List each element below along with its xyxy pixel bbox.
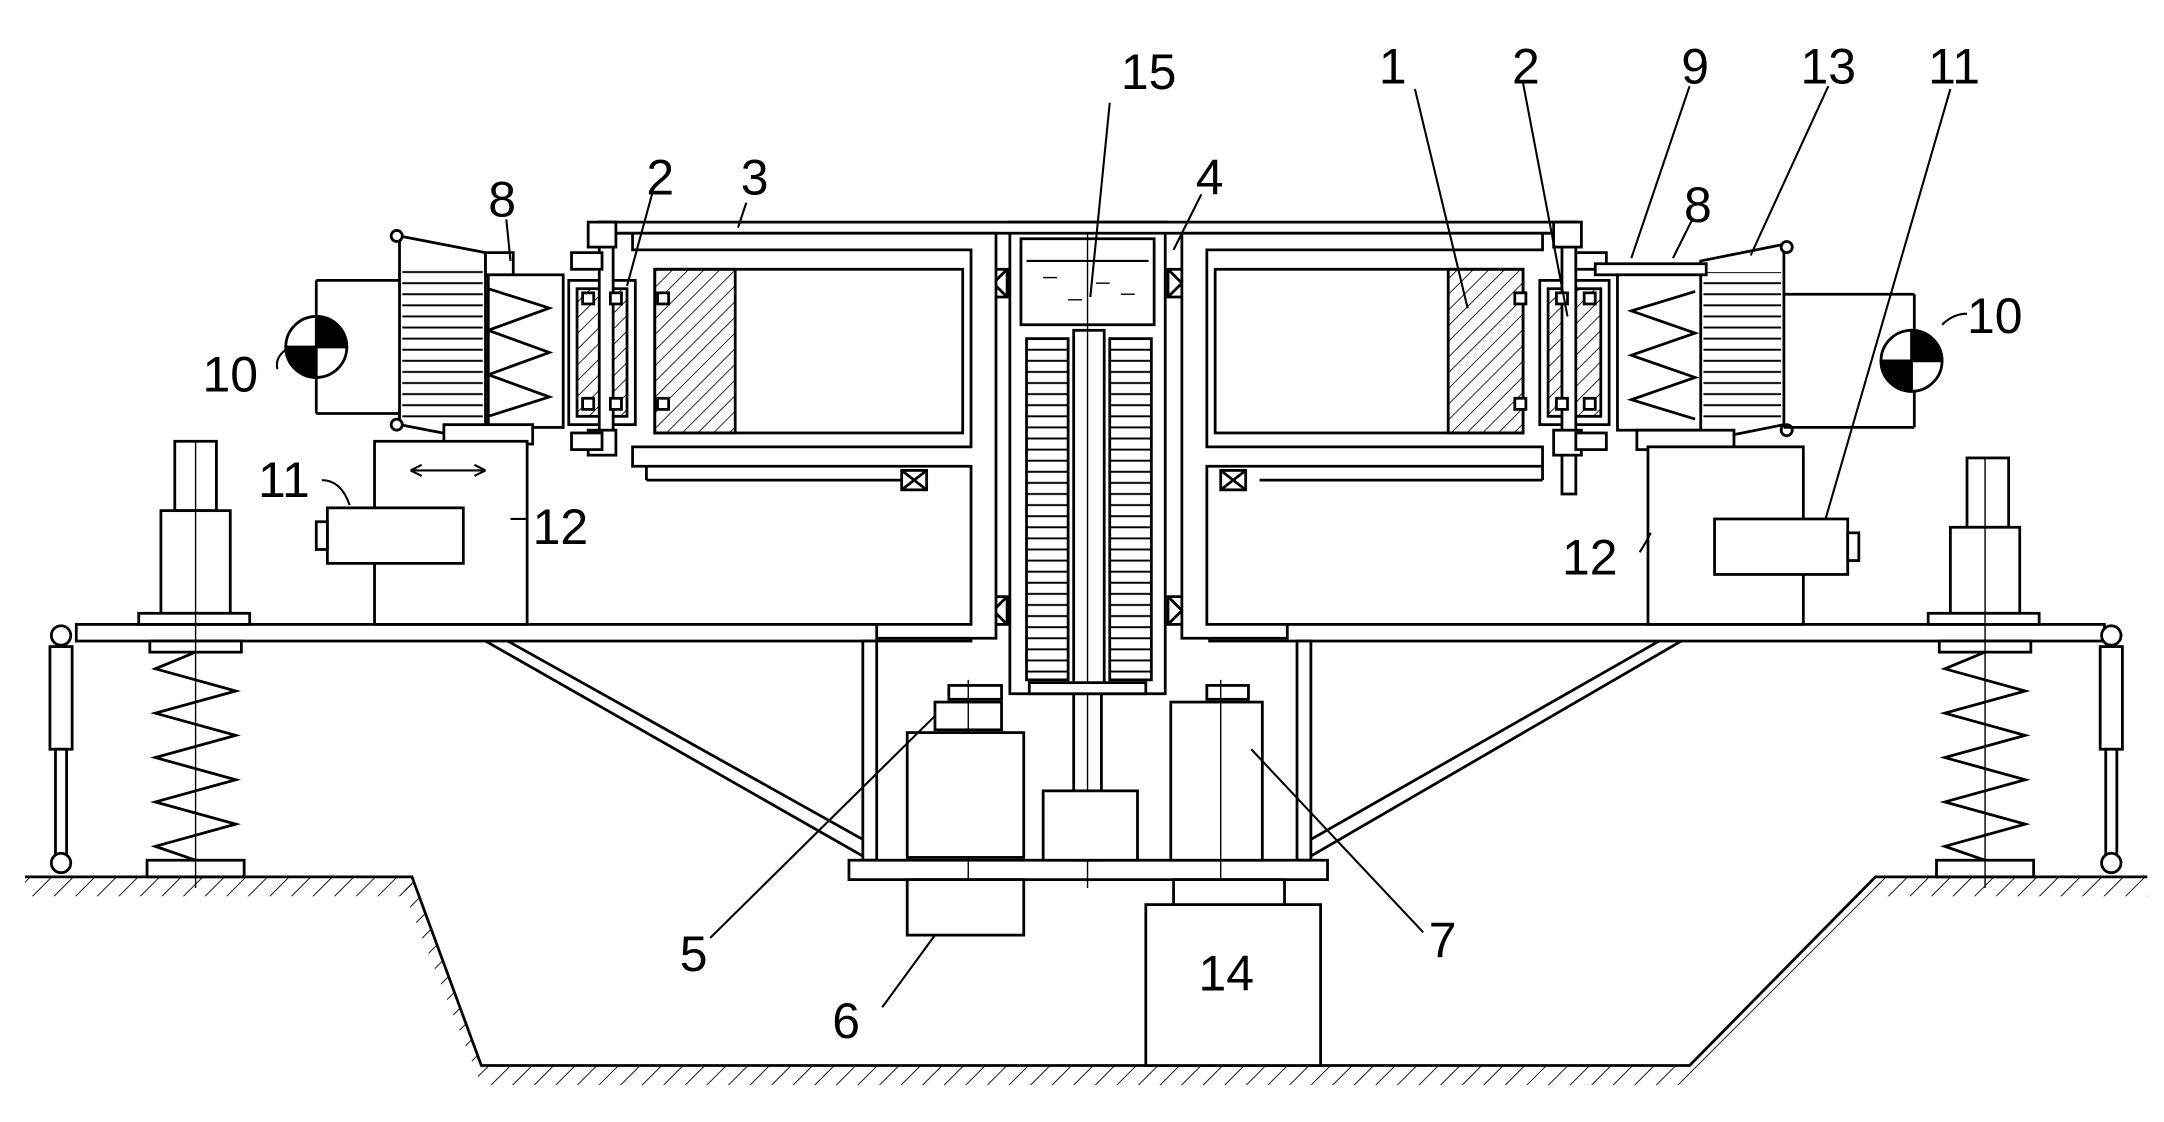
callout-11-right: 11 <box>1928 38 1980 94</box>
ground-pit <box>24 875 2148 1085</box>
right-brake-unit <box>1593 240 1916 626</box>
left-rotor-assembly <box>567 220 998 640</box>
drive-units <box>905 679 1322 1067</box>
callout-7: 7 <box>1429 912 1457 968</box>
left-gauge <box>284 315 349 379</box>
leader-lines <box>275 83 1968 1008</box>
left-brake-unit <box>314 229 565 626</box>
callout-4: 4 <box>1196 149 1224 205</box>
callout-14: 14 <box>1199 946 1255 1002</box>
callout-8-right: 8 <box>1684 177 1712 233</box>
right-gauge <box>1879 328 1944 393</box>
top-arm <box>597 220 1580 235</box>
right-rotor-assembly <box>1180 220 1611 640</box>
callout-12-right: 12 <box>1562 529 1618 585</box>
callout-10-right: 10 <box>1967 288 2023 344</box>
callout-2-right: 2 <box>1512 38 1540 94</box>
callout-6: 6 <box>832 993 860 1049</box>
right-suspension <box>1926 456 2124 888</box>
callout-12-left: 12 <box>533 499 589 555</box>
callout-11-left: 11 <box>258 452 310 508</box>
callout-9: 9 <box>1681 38 1709 94</box>
callout-15: 15 <box>1121 44 1177 100</box>
callouts: 1 2 2 3 4 5 6 7 8 8 9 10 10 11 11 12 12 … <box>203 38 2023 1048</box>
callout-3: 3 <box>741 149 769 205</box>
callout-1: 1 <box>1379 38 1407 94</box>
callout-8-left: 8 <box>488 172 516 228</box>
callout-10-left: 10 <box>203 346 259 402</box>
callout-5: 5 <box>680 926 708 982</box>
central-shaft-assembly <box>1008 220 1167 888</box>
callout-13: 13 <box>1801 38 1857 94</box>
callout-2-left: 2 <box>646 149 674 205</box>
left-suspension <box>48 439 252 888</box>
